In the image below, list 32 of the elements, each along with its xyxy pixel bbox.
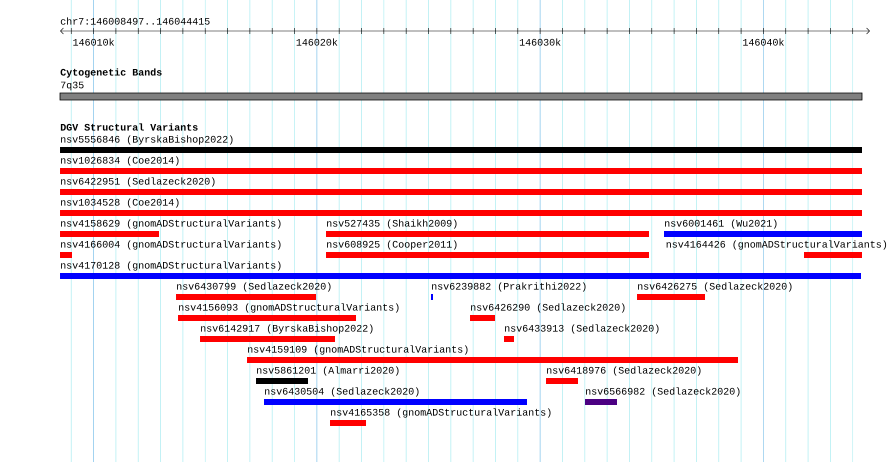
variant-label: nsv6142917 (ByrskaBishop2022)	[201, 324, 373, 334]
tick-label: 146010k	[73, 38, 114, 46]
variant-label: nsv6418976 (Sedlazeck2020)	[547, 366, 701, 376]
variant-label: nsv6430504 (Sedlazeck2020)	[265, 387, 419, 397]
variant-label: nsv527435 (Shaikh2009)	[327, 219, 457, 229]
tick-label: 146040k	[743, 38, 784, 46]
variant-label: nsv1026834 (Coe2014)	[61, 156, 179, 166]
variant-label: nsv4159109 (gnomADStructuralVariants)	[248, 345, 468, 355]
variant-label: nsv5556846 (ByrskaBishop2022)	[61, 135, 233, 145]
variant-label: nsv4158629 (gnomADStructuralVariants)	[61, 219, 281, 229]
variant-label: nsv1034528 (Coe2014)	[61, 198, 179, 208]
variant-label: nsv6566982 (Sedlazeck2020)	[586, 387, 740, 397]
variant-label: nsv6433913 (Sedlazeck2020)	[505, 324, 659, 334]
variant-label: nsv4166004 (gnomADStructuralVariants)	[61, 240, 281, 250]
variant-label: nsv6426275 (Sedlazeck2020)	[638, 282, 792, 292]
variant-label: nsv4164426 (gnomADStructuralVariants)	[666, 240, 886, 250]
variant-label: nsv4170128 (gnomADStructuralVariants)	[61, 261, 281, 271]
variant-label: nsv4165358 (gnomADStructuralVariants)	[331, 408, 551, 418]
track-title: DGV Structural Variants	[60, 123, 198, 131]
coordinate-label: chr7:146008497..146044415	[60, 17, 210, 25]
variant-label: nsv5861201 (Almarri2020)	[257, 366, 399, 376]
variant-label: nsv4156093 (gnomADStructuralVariants)	[179, 303, 399, 313]
variant-label: nsv608925 (Cooper2011)	[327, 240, 457, 250]
tick-label: 146030k	[520, 38, 561, 46]
variant-label: nsv6426290 (Sedlazeck2020)	[471, 303, 625, 313]
variant-label: nsv6239882 (Prakrithi2022)	[432, 282, 586, 292]
variant-label: nsv6422951 (Sedlazeck2020)	[61, 177, 215, 187]
track-title: Cytogenetic Bands	[60, 68, 162, 78]
variant-label: nsv6001461 (Wu2021)	[665, 219, 777, 229]
variant-label: nsv6430799 (Sedlazeck2020)	[177, 282, 331, 292]
tick-label: 146020k	[296, 38, 338, 46]
band-label: 7q35	[60, 82, 84, 90]
